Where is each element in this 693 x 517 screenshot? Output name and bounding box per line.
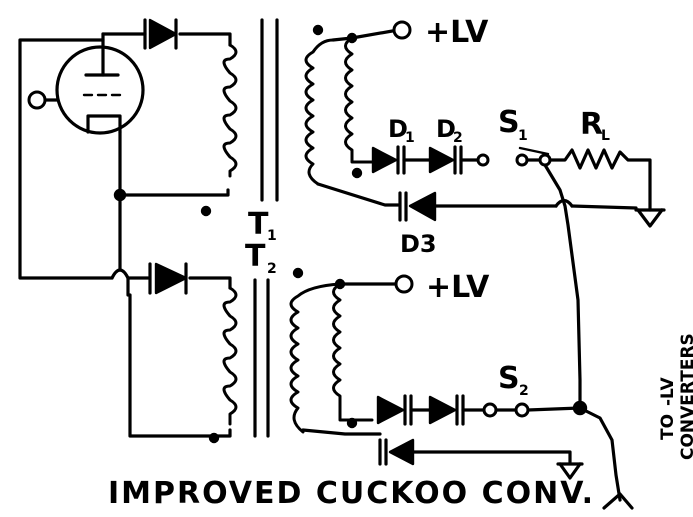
wire-to-converters <box>578 406 622 502</box>
diode-bottom-left <box>148 262 188 295</box>
diode-lower-return <box>378 438 415 466</box>
t2-label: T <box>245 239 266 274</box>
wire-coil1-top <box>178 32 232 47</box>
wire-coil1-bottom <box>118 188 230 197</box>
diode-d3 <box>398 191 437 222</box>
lv-terminal-top <box>392 20 412 40</box>
wire-lower-ground <box>411 450 572 464</box>
s2-subscript: 2 <box>519 383 529 399</box>
phase-dot <box>200 205 212 217</box>
phase-dot <box>208 432 220 444</box>
rl-subscript: L <box>601 128 610 144</box>
wire-coil2-top <box>188 276 232 290</box>
vacuum-tube <box>43 32 145 135</box>
lv-terminal-bottom <box>394 274 414 294</box>
diode-d2 <box>428 145 463 175</box>
switch-s2 <box>482 402 582 418</box>
ground-symbol <box>556 462 584 480</box>
t2-subscript: 2 <box>267 261 277 277</box>
rl-label: R <box>580 107 603 142</box>
t1-secondary-inner-coil <box>344 36 374 164</box>
t2-core <box>253 278 270 438</box>
converters-label: CONVERTERS <box>678 333 693 460</box>
d1-subscript: 1 <box>405 130 415 146</box>
diode-d1 <box>371 145 406 175</box>
diode-lower-b <box>428 394 465 426</box>
wire-lv-top <box>331 28 400 42</box>
arrow-head <box>602 492 634 510</box>
t2-secondary-inner-coil <box>332 282 374 422</box>
lv-bottom-label: +LV <box>426 270 490 305</box>
phase-dot <box>312 24 324 36</box>
grid-terminal <box>27 90 47 110</box>
wire-d3-ground <box>570 204 638 210</box>
junction-dot <box>334 278 346 290</box>
s1-subscript: 1 <box>518 128 528 144</box>
d2-subscript: 2 <box>453 130 463 146</box>
lv-minus-label: -LV <box>658 376 678 406</box>
resistor-rl <box>548 148 652 212</box>
phase-dot <box>351 167 363 179</box>
phase-dot <box>346 417 358 429</box>
t1-subscript: 1 <box>267 228 277 244</box>
d1-label: D <box>388 115 408 143</box>
t1-label: T <box>248 207 269 242</box>
t2-primary-coil <box>222 286 238 426</box>
d3-label: D3 <box>400 230 437 258</box>
phase-dot <box>292 267 304 279</box>
t1-core <box>260 18 279 202</box>
wire-s1-return <box>543 163 582 410</box>
d2-label: D <box>436 115 456 143</box>
t1-secondary-outer-coil <box>304 38 335 186</box>
wire-t2-outer-bottom <box>301 428 382 436</box>
diode-top-left <box>143 18 178 50</box>
contact-terminal <box>476 153 490 167</box>
t1-primary-coil <box>222 43 238 178</box>
wire-hop <box>110 268 130 280</box>
junction-dot <box>346 32 358 44</box>
ground-symbol <box>634 208 666 228</box>
converters-note: TO -LV CONVERTERS <box>658 333 693 460</box>
t2-secondary-outer-coil <box>289 282 342 434</box>
lv-top-label: +LV <box>425 15 489 50</box>
wire-t1-outer-bottom <box>316 182 400 207</box>
s2-label: S <box>498 361 520 396</box>
wire-left-loop <box>18 38 114 280</box>
diode-lower-a <box>376 394 413 426</box>
s1-label: S <box>498 105 520 140</box>
wire-to-lower <box>126 276 232 438</box>
diagram-title: IMPROVED CUCKOO CONV. <box>108 476 595 511</box>
switch-s1 <box>515 146 552 167</box>
to-label: TO <box>658 414 678 440</box>
